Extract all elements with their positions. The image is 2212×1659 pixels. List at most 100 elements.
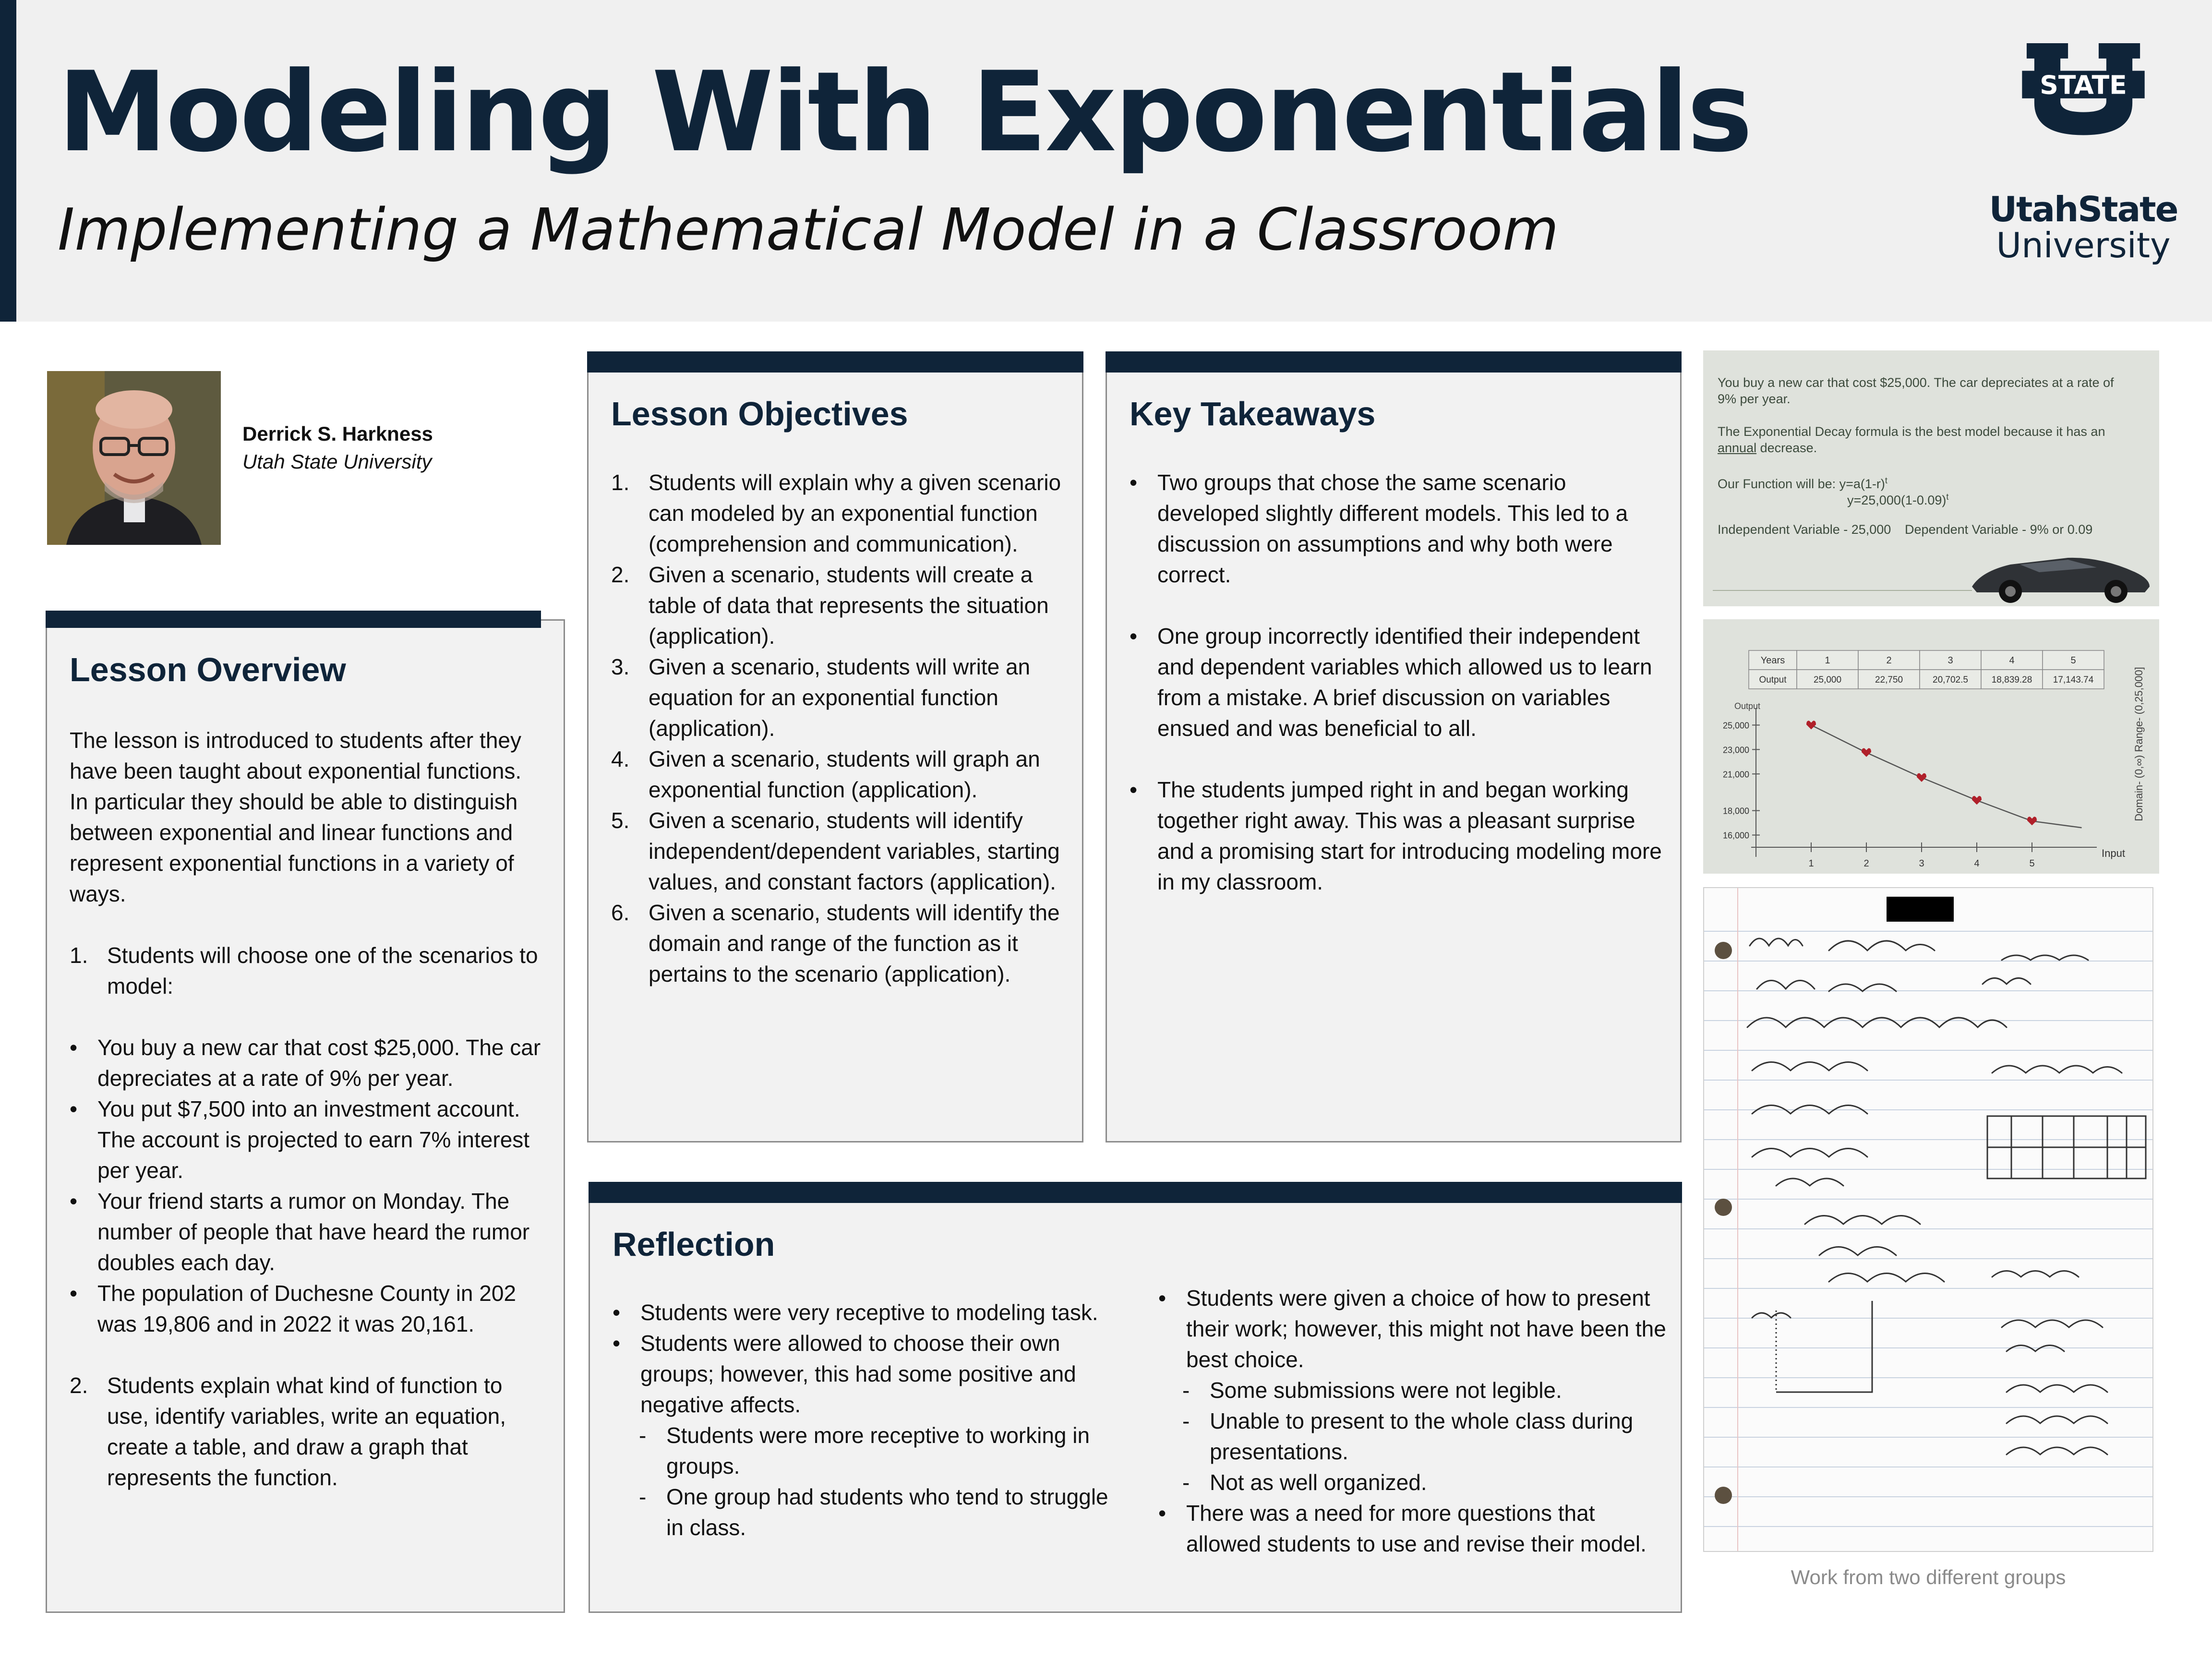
- objectives-panel: [587, 355, 1083, 1142]
- data-point: [2027, 817, 2037, 826]
- author-name: Derrick S. Harkness: [242, 422, 433, 445]
- table-value-cell: Output: [1759, 675, 1787, 685]
- table-value-cell: 25,000: [1814, 675, 1841, 685]
- y-tick-label: 25,000: [1723, 721, 1749, 730]
- poster-header: [0, 0, 2212, 322]
- table-header-cell: 4: [2009, 655, 2014, 666]
- y-tick-label: 16,000: [1723, 831, 1749, 841]
- takeaways-list: •Two groups that chose the same scenario…: [1130, 467, 1667, 897]
- reflection-subitem: -Students were more receptive to working…: [639, 1423, 1090, 1479]
- slide-dependent: Dependent Variable - 9% or 0.09: [1905, 522, 2093, 537]
- slide-line: Our Function will be: y=a(1-r)t: [1718, 476, 1887, 491]
- objectives-heading: Lesson Objectives: [611, 395, 908, 433]
- images-caption: Work from two different groups: [1791, 1566, 2066, 1588]
- header-accent-stripe: [0, 0, 16, 322]
- x-tick-label: 3: [1919, 858, 1924, 869]
- author-photo: [47, 371, 221, 545]
- domain-range-label: Domain- (0,∞) Range- (0,25,000]: [2133, 667, 2145, 821]
- scenario-item: •Your friend starts a rumor on Monday. T…: [70, 1189, 530, 1275]
- takeaways-panel: [1106, 355, 1682, 1142]
- sports-car-illustration: [1713, 557, 2150, 603]
- reflection-item: •There was a need for more questions tha…: [1158, 1501, 1647, 1556]
- reflection-subitem: -Not as well organized.: [1182, 1470, 1427, 1495]
- scenario-item: •You buy a new car that cost $25,000. Th…: [70, 1035, 541, 1091]
- objective-item: 6.Given a scenario, students will identi…: [611, 900, 1060, 986]
- table-value-cell: 17,143.74: [2053, 675, 2094, 685]
- logo-name-line2: University: [1996, 225, 2171, 265]
- overview-panel: [46, 619, 565, 1613]
- reflection-panel-bar: [589, 1182, 1682, 1203]
- overview-heading: Lesson Overview: [70, 651, 346, 688]
- objective-item: 3.Given a scenario, students will write …: [611, 654, 1031, 741]
- reflection-item: •Students were given a choice of how to …: [1158, 1286, 1666, 1372]
- slide-line: y=25,000(1-0.09)t: [1847, 492, 1949, 507]
- overview-panel-bar: [46, 611, 541, 628]
- takeaway-item: •Two groups that chose the same scenario…: [1130, 470, 1628, 587]
- data-point: [1917, 773, 1926, 782]
- reflection-left-column: •Students were very receptive to modelin…: [613, 1297, 1121, 1543]
- reflection-item: •Students were very receptive to modelin…: [613, 1300, 1098, 1325]
- poster-subtitle: Implementing a Mathematical Model in a C…: [58, 197, 1559, 264]
- reflection-item: •Students were allowed to choose their o…: [613, 1331, 1076, 1417]
- table-header-cell: Years: [1761, 655, 1785, 666]
- reflection-subitem: -One group had students who tend to stru…: [639, 1484, 1108, 1540]
- y-tick-label: 23,000: [1723, 745, 1749, 755]
- table-header-cell: 3: [1948, 655, 1953, 666]
- slide-line: annual decrease.: [1718, 441, 1817, 455]
- reflection-right-column: •Students were given a choice of how to …: [1158, 1283, 1667, 1559]
- overview-body: The lesson is introduced to students aft…: [70, 725, 545, 1493]
- takeaways-heading: Key Takeaways: [1130, 395, 1376, 433]
- slide-line: The Exponential Decay formula is the bes…: [1718, 424, 2105, 439]
- poster-title: Modeling With Exponentials: [58, 48, 1753, 177]
- x-axis-title: Input: [2102, 847, 2125, 859]
- reflection-subitem: -Some submissions were not legible.: [1182, 1378, 1562, 1403]
- table-header-cell: 1: [1825, 655, 1830, 666]
- takeaway-item: •One group incorrectly identified their …: [1130, 624, 1652, 741]
- table-header-cell: 5: [2070, 655, 2076, 666]
- overview-intro: The lesson is introduced to students aft…: [70, 728, 522, 906]
- objective-item: 5.Given a scenario, students will identi…: [611, 808, 1060, 894]
- overview-step-1: 1.Students will choose one of the scenar…: [70, 943, 538, 998]
- x-tick-label: 4: [1974, 858, 1979, 869]
- objectives-list: 1.Students will explain why a given scen…: [611, 467, 1067, 989]
- slide-line: You buy a new car that cost $25,000. The…: [1718, 375, 2114, 390]
- reflection-heading: Reflection: [613, 1226, 775, 1263]
- car-scenario-slide: You buy a new car that cost $25,000. The…: [1703, 350, 2159, 606]
- author-affiliation: Utah State University: [242, 450, 432, 473]
- objective-item: 1.Students will explain why a given scen…: [611, 470, 1061, 556]
- table-value-cell: 22,750: [1875, 675, 1903, 685]
- notebook-page-illustration: [1704, 888, 2152, 1551]
- overview-step-2: 2.Students explain what kind of function…: [70, 1373, 506, 1490]
- objectives-panel-bar: [587, 351, 1083, 373]
- takeaways-panel-bar: [1106, 351, 1682, 373]
- table-header-cell: 2: [1886, 655, 1891, 666]
- objective-item: 4.Given a scenario, students will graph …: [611, 746, 1040, 802]
- table-value-cell: 20,702.5: [1933, 675, 1968, 685]
- slide-line: 9% per year.: [1718, 392, 1791, 406]
- series-line: [1811, 724, 2082, 829]
- data-point: [1972, 796, 1982, 805]
- logo-name-line1: UtahState: [1989, 189, 2179, 229]
- reflection-subitem: -Unable to present to the whole class du…: [1182, 1408, 1634, 1464]
- table-value-cell: 18,839.28: [1992, 675, 2032, 685]
- data-point: [1806, 721, 1816, 730]
- objective-item: 2.Given a scenario, students will create…: [611, 562, 1049, 649]
- x-tick-label: 2: [1863, 858, 1869, 869]
- data-point: [1862, 748, 1871, 757]
- reflection-panel: [589, 1186, 1682, 1613]
- x-tick-label: 5: [2029, 858, 2034, 869]
- y-tick-label: 21,000: [1723, 769, 1749, 779]
- student-handwritten-work: [1703, 887, 2153, 1552]
- y-tick-label: 18,000: [1723, 806, 1749, 816]
- scenario-item: •You put $7,500 into an investment accou…: [70, 1096, 530, 1183]
- usu-logo: STATE: [2022, 43, 2145, 135]
- slide-independent: Independent Variable - 25,000: [1718, 522, 1891, 537]
- takeaway-item: •The students jumped right in and began …: [1130, 777, 1662, 894]
- logo-state-text: STATE: [2040, 70, 2127, 100]
- scenario-item: •The population of Duchesne County in 20…: [70, 1281, 517, 1336]
- x-tick-label: 1: [1808, 858, 1814, 869]
- y-axis-title: Output: [1734, 701, 1760, 711]
